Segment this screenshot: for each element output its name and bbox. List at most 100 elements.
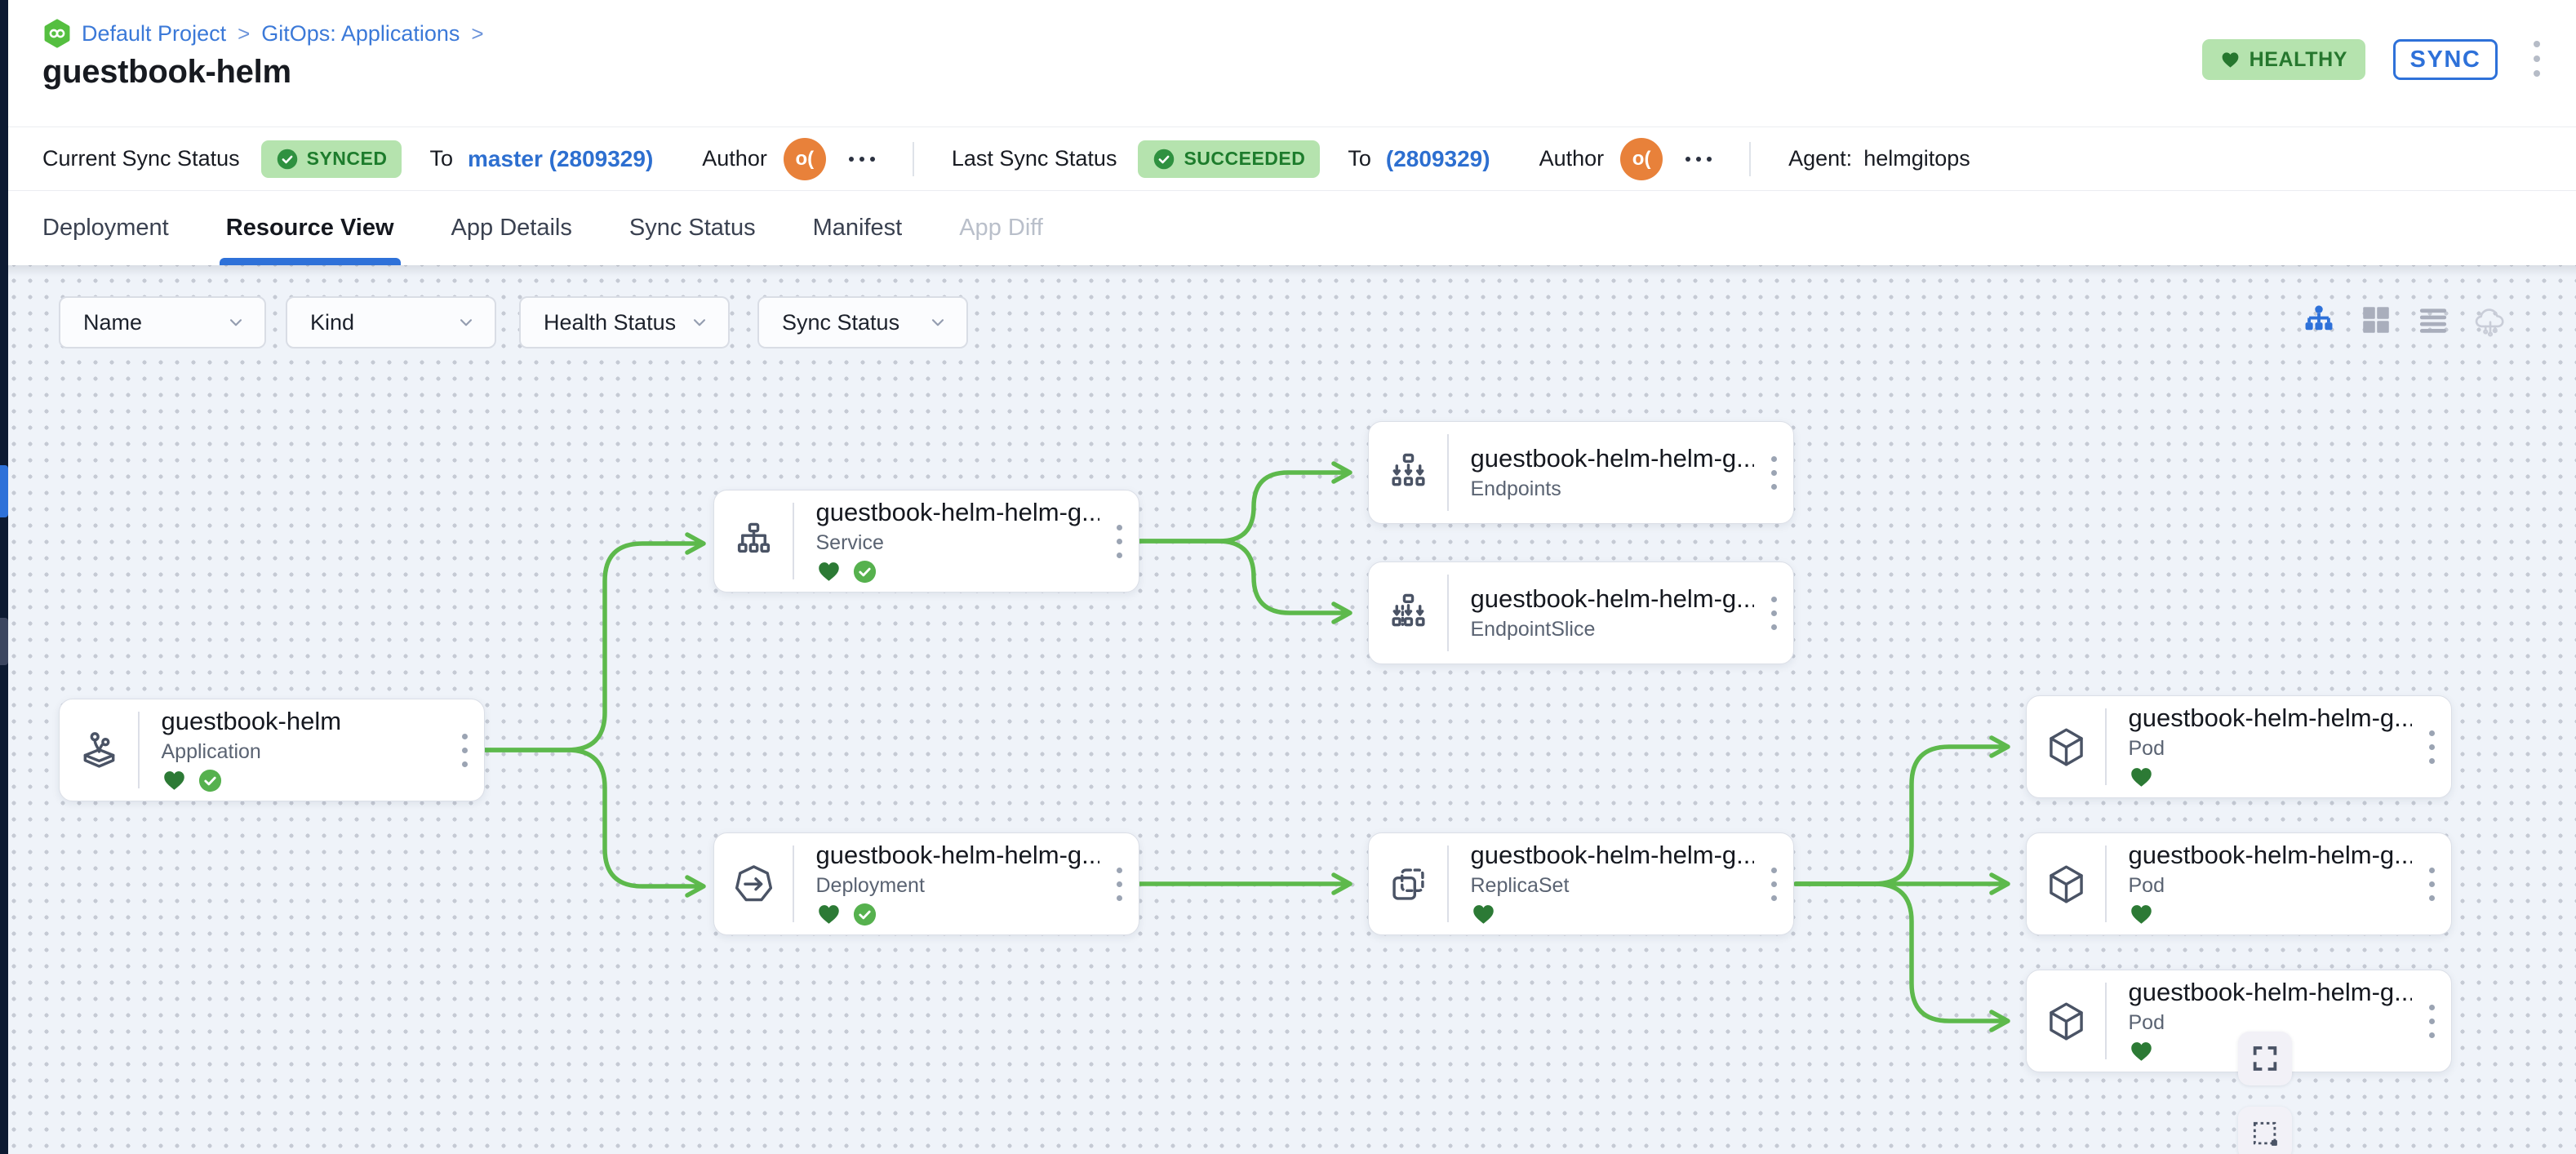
edge-replicaset-pod3 (1793, 881, 2010, 1032)
resource-node-service[interactable]: guestbook-helm-helm-g... Service (713, 490, 1139, 593)
tab-sync-status[interactable]: Sync Status (628, 215, 756, 241)
tab-bar: Deployment Resource View App Details Sync S… (0, 190, 2576, 265)
node-kind: Application (161, 739, 261, 763)
edge-application-service (481, 532, 706, 752)
resource-node-deployment[interactable]: guestbook-helm-helm-g...Deployment (713, 832, 1139, 935)
health-status-badge[interactable]: HEALTHY (2201, 39, 2365, 80)
author-avatar[interactable]: o( (783, 137, 826, 180)
node-menu-button[interactable] (1099, 867, 1139, 901)
node-kind: EndpointSlice (1470, 618, 1596, 641)
author-avatar[interactable]: o( (1620, 137, 1663, 180)
edge-replicaset-pod2 (1793, 872, 2010, 895)
node-divider (1447, 575, 1449, 651)
node-status-row (2129, 765, 2413, 791)
check-circle-icon (277, 149, 297, 169)
to-label: To (429, 146, 453, 171)
node-menu-button[interactable] (2412, 730, 2451, 764)
filter-dropdown-health-status[interactable]: Health Status (519, 296, 730, 348)
node-menu-button[interactable] (1754, 867, 1793, 901)
grid-view-button[interactable] (2356, 300, 2396, 340)
node-menu-button[interactable] (1754, 455, 1793, 490)
synced-check-icon (198, 769, 221, 792)
more-authors-button[interactable] (848, 156, 875, 162)
pod-icon (2027, 999, 2105, 1044)
current-sync-status-label: Current Sync Status (42, 146, 240, 171)
tree-view-button[interactable] (2298, 300, 2339, 340)
tab-deployment[interactable]: Deployment (42, 215, 169, 241)
pod-icon (2027, 862, 2105, 907)
succeeded-badge: SUCCEEDED (1138, 140, 1321, 178)
node-menu-button[interactable] (1754, 596, 1793, 630)
node-body: guestbook-helm-helm-g...Pod (2107, 703, 2413, 791)
cloud-view-button[interactable] (2470, 300, 2511, 340)
collapsed-sidebar[interactable] (0, 0, 8, 1154)
replicaset-icon (1369, 862, 1447, 907)
synced-badge: SYNCED (260, 140, 402, 178)
current-revision-link[interactable]: master (2809329) (468, 145, 654, 171)
last-sync-status-label: Last Sync Status (951, 146, 1117, 171)
node-menu-button[interactable] (445, 733, 484, 767)
fit-to-screen-button[interactable] (2238, 1032, 2292, 1085)
filter-dropdown-kind[interactable]: Kind (286, 296, 496, 348)
node-divider (1447, 846, 1449, 922)
marquee-select-button[interactable] (2238, 1107, 2292, 1154)
chevron-down-icon (931, 319, 944, 326)
agent-label: Agent: (1788, 146, 1853, 171)
filter-dropdown-sync-status[interactable]: Sync Status (757, 296, 968, 348)
breadcrumb-section[interactable]: GitOps: Applications (261, 20, 460, 46)
more-authors-button[interactable] (1686, 156, 1712, 162)
resource-node-replicaset[interactable]: guestbook-helm-helm-g...ReplicaSet (1368, 832, 1794, 935)
deployment-icon (714, 862, 793, 907)
filter-label: Sync Status (782, 309, 900, 335)
node-title: guestbook-helm-helm-g... (815, 497, 1100, 526)
node-menu-button[interactable] (2412, 1004, 2451, 1038)
node-divider (2105, 846, 2107, 922)
node-title: guestbook-helm-helm-g... (1470, 840, 1755, 869)
sidebar-secondary-indicator (0, 618, 8, 665)
app-menu-button[interactable] (2534, 41, 2540, 77)
sync-button[interactable]: SYNC (2393, 39, 2498, 80)
fullscreen-icon (2253, 1046, 2277, 1071)
healthy-heart-icon (2130, 1042, 2152, 1061)
last-revision-link[interactable]: (2809329) (1385, 145, 1490, 171)
node-title: guestbook-helm-helm-g... (815, 840, 1100, 869)
breadcrumb: Default Project > GitOps: Applications > (42, 18, 486, 49)
resource-tree-canvas[interactable]: Name Kind Health Status Sync Status guestbo… (0, 265, 2576, 1154)
header: Default Project > GitOps: Applications >… (0, 0, 2576, 126)
edge-replicaset-pod1 (1793, 735, 2010, 886)
breadcrumb-project[interactable]: Default Project (82, 20, 227, 46)
node-status-row (816, 902, 1100, 928)
node-status-row (1471, 902, 1755, 928)
node-divider (2105, 708, 2107, 785)
resource-node-endpointslice[interactable]: guestbook-helm-helm-g...EndpointSlice (1368, 561, 1794, 664)
node-menu-button[interactable] (1099, 524, 1139, 558)
author-label: Author (702, 146, 767, 171)
node-body: guestbook-helm-helm-g...ReplicaSet (1449, 840, 1755, 928)
tab-resource-view[interactable]: Resource View (219, 191, 401, 265)
tab-manifest[interactable]: Manifest (812, 215, 903, 241)
node-body: guestbook-helm-helm-g... Service (794, 497, 1100, 585)
node-title: guestbook-helm-helm-g... (2128, 977, 2413, 1006)
tab-app-diff[interactable]: App Diff (959, 215, 1043, 241)
endpoints-icon (1369, 451, 1447, 495)
healthy-heart-icon (2130, 905, 2152, 924)
list-view-button[interactable] (2413, 300, 2454, 340)
status-bar: Current Sync Status SYNCED To master (28… (0, 126, 2576, 190)
filter-dropdown-name[interactable]: Name (59, 296, 266, 348)
check-circle-icon (1154, 149, 1175, 169)
avatar-initials: o( (795, 147, 815, 170)
resource-node-pod-1[interactable]: guestbook-helm-helm-g...Pod (2026, 695, 2452, 798)
node-menu-button[interactable] (2412, 867, 2451, 901)
tree-view-icon (2305, 305, 2333, 331)
synced-badge-label: SYNCED (306, 148, 388, 169)
node-kind: Service (815, 530, 884, 554)
active-tab-underline (219, 258, 401, 265)
resource-node-endpoints[interactable]: guestbook-helm-helm-g...Endpoints (1368, 421, 1794, 524)
edge-deployment-replicaset (1137, 872, 1352, 895)
tab-app-details[interactable]: App Details (451, 215, 572, 241)
resource-node-pod-2[interactable]: guestbook-helm-helm-g...Pod (2026, 832, 2452, 935)
chevron-down-icon (229, 319, 242, 326)
